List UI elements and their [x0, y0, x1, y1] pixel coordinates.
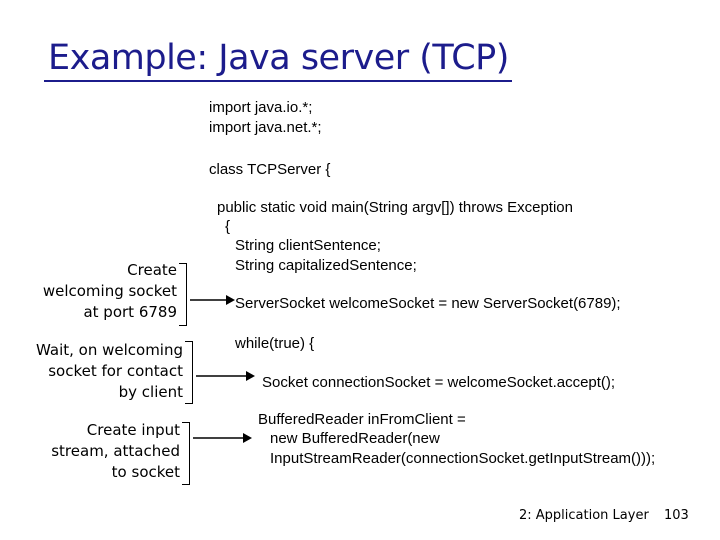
code-line-import-net: import java.net.*; — [209, 119, 322, 136]
annotation-bracket — [185, 341, 193, 404]
code-line-capitalized-sentence: String capitalizedSentence; — [235, 257, 417, 274]
annotation-welcoming-socket: Create welcoming socket at port 6789 — [42, 261, 177, 321]
annotation-bracket — [179, 263, 187, 326]
footer-label: 2: Application Layer — [519, 508, 649, 523]
annotation-input-stream: Create input stream, attached to socket — [51, 421, 180, 481]
slide-title: Example: Java server (TCP) — [48, 38, 509, 78]
arrow-icon — [190, 295, 235, 305]
annotation-bracket — [182, 422, 190, 485]
code-line-open-brace: { — [225, 218, 231, 235]
code-line-server-socket: ServerSocket welcomeSocket = new ServerS… — [235, 295, 621, 312]
title-underline — [44, 80, 512, 82]
arrow-icon — [196, 371, 255, 381]
annotation-wait-contact: Wait, on welcoming socket for contact by… — [36, 341, 183, 401]
code-line-new-buffered-reader: new BufferedReader(new — [270, 430, 440, 447]
code-line-buffered-reader: BufferedReader inFromClient = — [258, 411, 466, 428]
code-line-while: while(true) { — [235, 335, 315, 352]
code-line-accept: Socket connectionSocket = welcomeSocket.… — [262, 374, 616, 391]
arrow-icon — [193, 433, 252, 443]
code-line-client-sentence: String clientSentence; — [235, 237, 381, 254]
code-line-class: class TCPServer { — [209, 161, 331, 178]
page-number: 103 — [664, 508, 689, 523]
code-line-main: public static void main(String argv[]) t… — [217, 199, 573, 216]
code-line-input-stream-reader: InputStreamReader(connectionSocket.getIn… — [270, 450, 656, 467]
code-line-import-io: import java.io.*; — [209, 99, 313, 116]
